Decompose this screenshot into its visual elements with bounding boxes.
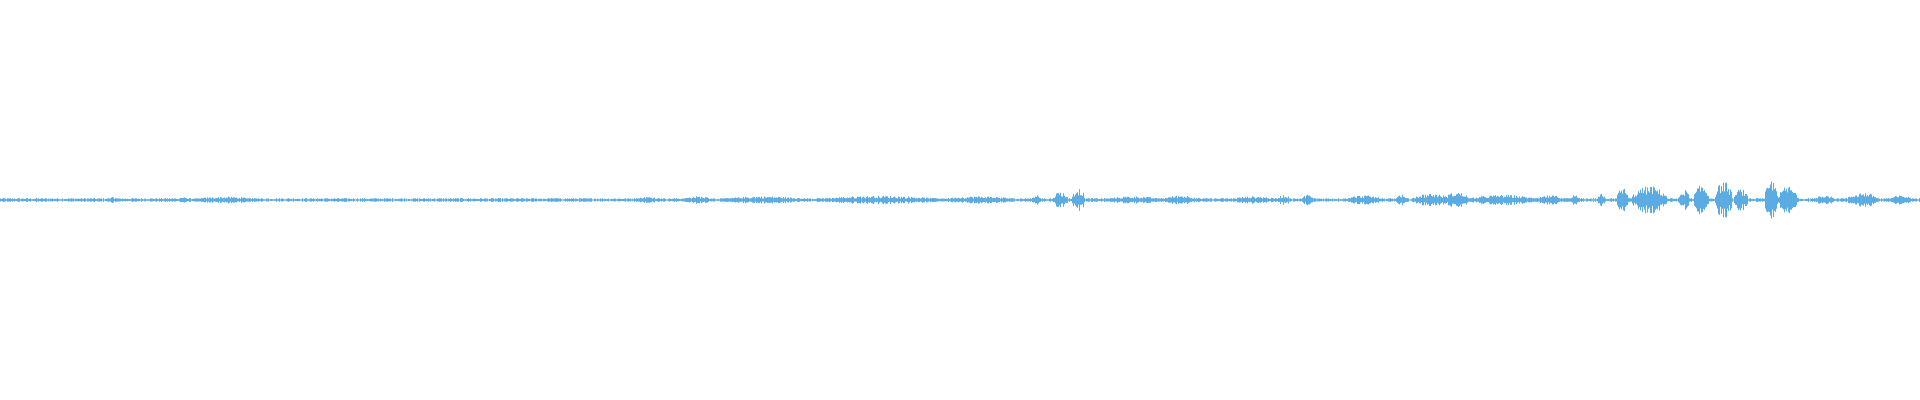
waveform-samples bbox=[0, 181, 1920, 219]
waveform-trace bbox=[0, 181, 1920, 219]
